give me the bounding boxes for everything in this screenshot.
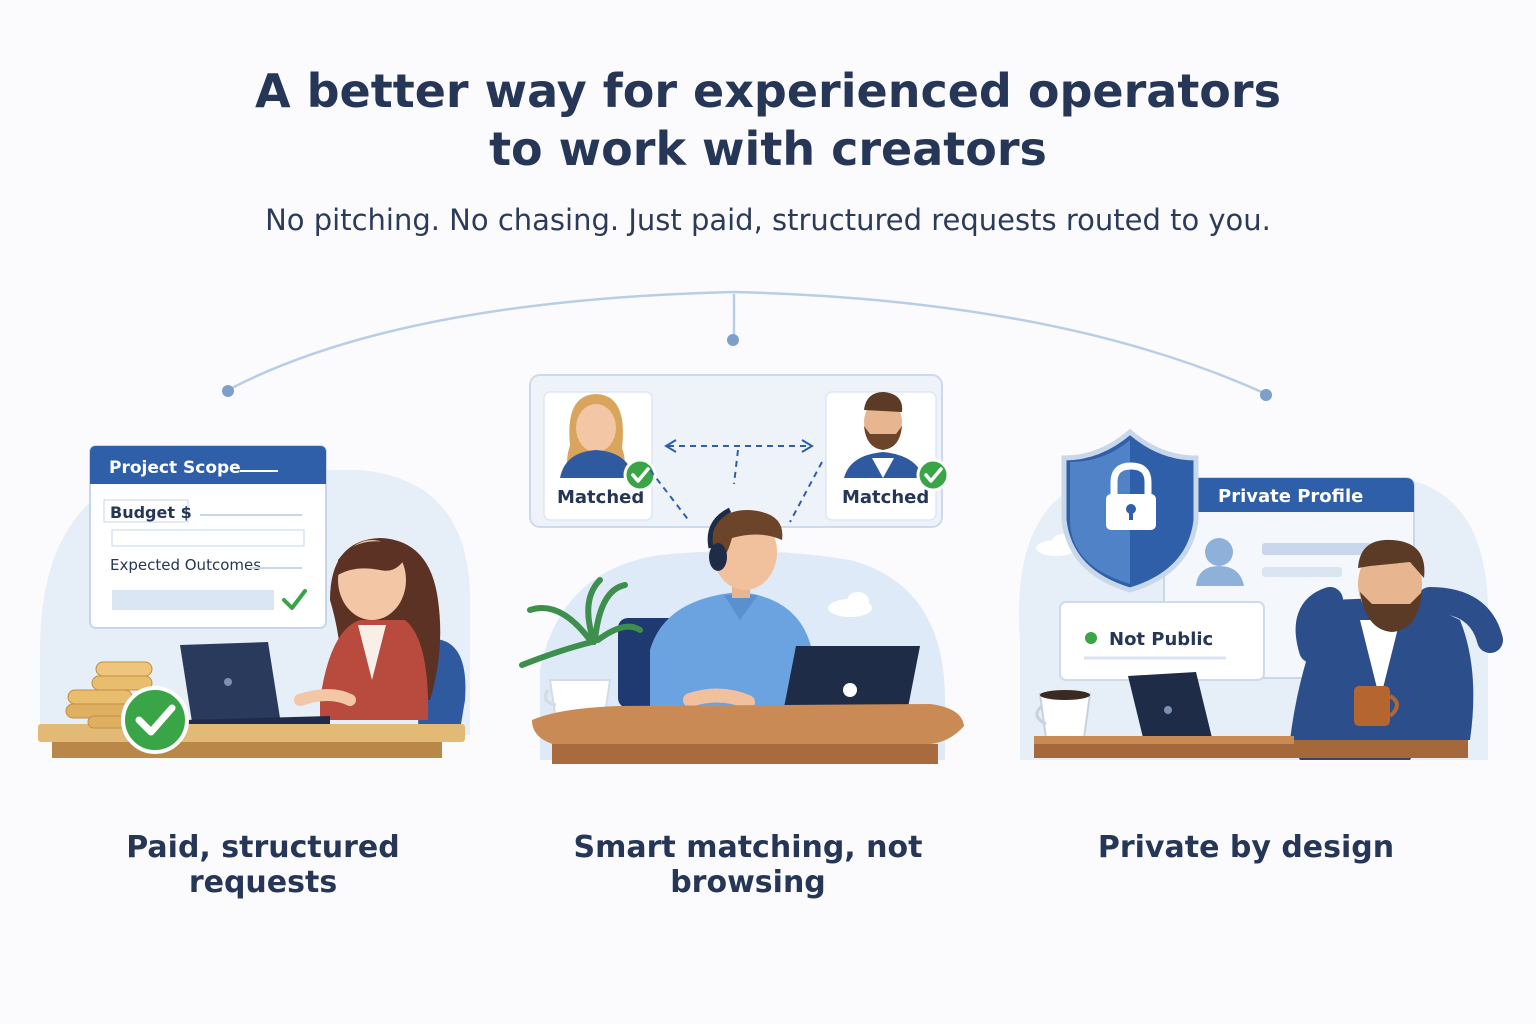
title-line-1: A better way for experienced operators	[255, 64, 1281, 118]
profile-title: Private Profile	[1218, 486, 1363, 507]
caption-paid-requests: Paid, structured requests	[126, 830, 400, 900]
match-arrows	[649, 439, 823, 523]
coffee-mug-right	[1354, 686, 1399, 726]
check-icon	[916, 458, 950, 492]
panel-smart-matching: Matched Matched	[519, 374, 964, 764]
shield-icon	[1061, 428, 1199, 593]
matched-label-left: Matched	[557, 487, 644, 508]
status-dot	[1085, 632, 1097, 644]
matched-label-right: Matched	[842, 487, 929, 508]
connector-dot-right	[1260, 389, 1272, 401]
matched-card-left: Matched	[543, 391, 657, 521]
connector-dot-center	[727, 334, 739, 346]
cloud-icon	[828, 592, 872, 617]
status-label: Not Public	[1109, 629, 1213, 650]
panel-paid-requests: Project Scope Budget $ Expected Outcomes	[38, 445, 470, 758]
matched-card-right: Matched	[825, 391, 950, 521]
relaxed-man-figure	[1290, 539, 1503, 760]
card-title: Project Scope	[109, 458, 241, 478]
check-icon	[623, 458, 657, 492]
page-title: A better way for experienced operators t…	[0, 62, 1536, 178]
connector-arc	[227, 290, 1267, 396]
card-check-icon	[282, 589, 307, 610]
caption-private-design: Private by design	[1097, 830, 1395, 865]
panel-private-design: Private Profile Not Public	[1018, 428, 1503, 760]
coins-icon	[65, 661, 153, 729]
desk-top	[1034, 740, 1468, 758]
not-public-card: Not Public	[1059, 601, 1265, 681]
field-budget-label: Budget $	[110, 503, 192, 522]
title-line-2: to work with creators	[489, 122, 1047, 176]
man-headset-figure	[650, 507, 812, 720]
desk-top	[532, 704, 964, 746]
user-icon	[1196, 538, 1244, 586]
project-scope-card: Project Scope Budget $ Expected Outcomes	[89, 445, 327, 629]
check-icon	[121, 686, 189, 754]
page-subtitle: No pitching. No chasing. Just paid, stru…	[265, 203, 1271, 237]
coffee-cup-left	[1035, 690, 1092, 739]
woman-figure	[294, 538, 441, 720]
caption-smart-matching: Smart matching, not browsing	[573, 830, 923, 900]
lock-icon	[1106, 462, 1156, 530]
connector-dot-left	[222, 385, 234, 397]
field-outcomes-label: Expected Outcomes	[110, 556, 261, 574]
